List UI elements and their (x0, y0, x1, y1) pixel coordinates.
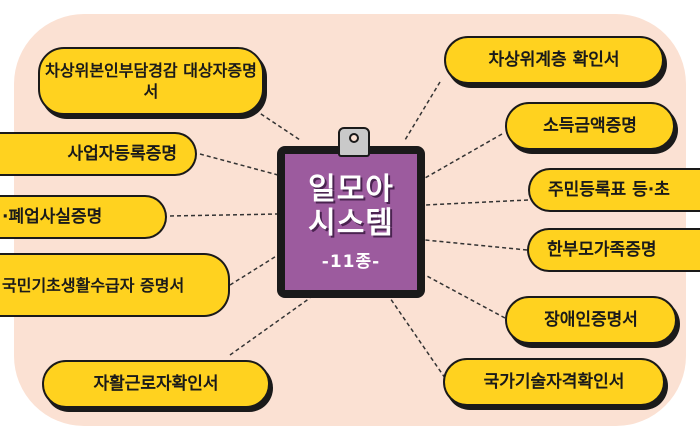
connector-line (424, 199, 529, 206)
item-label: 자활근로자확인서 (93, 374, 219, 394)
center-title-line1: 일모아 (308, 171, 394, 207)
item-label: 국가기술자격확인서 (483, 372, 625, 392)
clip-hole (349, 133, 359, 143)
item-chasangwi-bonin: 차상위본인부담경감 대상자증명서 (38, 47, 264, 115)
item-national-technical: 국가기술자격확인서 (443, 358, 665, 406)
connector-line (199, 153, 279, 176)
item-single-parent: 한부모가족증명 (527, 228, 700, 272)
item-basic-livelihood: 국민기초생활수급자 증명서 (0, 253, 230, 317)
connector-line (424, 133, 503, 179)
connector-line (389, 297, 446, 379)
item-near-poverty: 차상위계층 확인서 (444, 36, 664, 84)
center-title-line2: 시스템 (308, 205, 394, 241)
item-resident-registration: 주민등록표 등·초 (528, 168, 700, 212)
connector-line (254, 109, 301, 141)
item-business-registration: 사업자등록증명 (0, 132, 197, 176)
item-closure-certificate: ·폐업사실증명 (0, 195, 167, 239)
item-label: 주민등록표 등·초 (548, 180, 670, 200)
item-self-support-worker: 자활근로자확인서 (42, 360, 270, 408)
item-disability-certificate: 장애인증명서 (505, 296, 677, 344)
center-subtitle: -11종- (321, 251, 381, 272)
connector-line (229, 254, 279, 286)
clipboard-icon (338, 127, 370, 157)
item-income-certificate: 소득금액증명 (505, 102, 675, 150)
connector-line (169, 213, 279, 217)
item-label: ·폐업사실증명 (2, 207, 103, 227)
item-label: 장애인증명서 (544, 310, 638, 330)
item-label: 한부모가족증명 (547, 240, 657, 260)
item-label: 국민기초생활수급자 증명서 (2, 275, 185, 295)
item-label: 차상위본인부담경감 대상자증명서 (45, 61, 257, 101)
connector-line (424, 239, 528, 251)
connector-line (404, 81, 441, 141)
clipboard-panel: 일모아 시스템 -11종- (285, 154, 417, 290)
center-clipboard: 일모아 시스템 -11종- (277, 146, 425, 298)
connector-line (229, 297, 311, 356)
item-label: 사업자등록증명 (67, 144, 177, 164)
connector-line (424, 274, 506, 319)
item-label: 소득금액증명 (543, 116, 637, 136)
item-label: 차상위계층 확인서 (488, 50, 620, 70)
